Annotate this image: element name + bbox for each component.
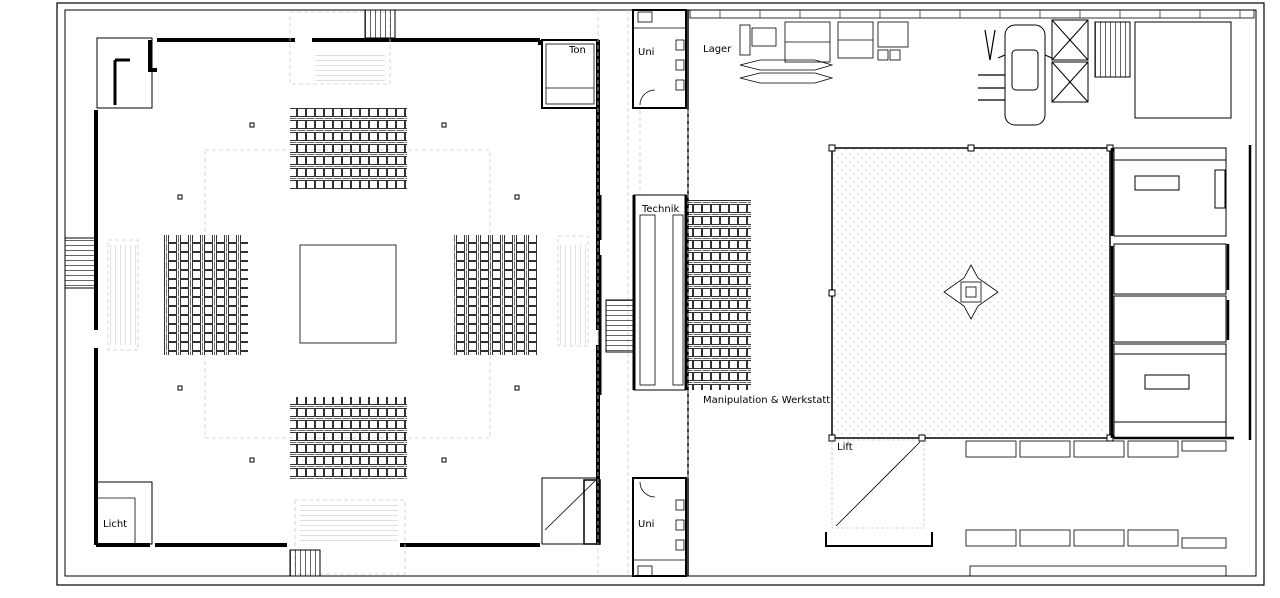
star-icon [943, 264, 999, 320]
technik-room [633, 194, 687, 391]
licht-room [96, 481, 153, 545]
label-technik: Technik [641, 204, 680, 215]
label-uni-top: Uni [638, 47, 654, 58]
bottom-boxes [965, 440, 1227, 577]
seating-workshop [688, 200, 751, 390]
uni-bottom-room [632, 477, 687, 577]
label-licht: Licht [103, 519, 127, 530]
right-building [689, 9, 1255, 577]
seating-bottom [290, 397, 407, 479]
label-ton: Ton [568, 45, 586, 56]
seating-left [164, 235, 248, 355]
car-icon [997, 24, 1053, 126]
label-manipulation: Manipulation & Werkstatt [703, 395, 830, 406]
lift-shaft [831, 439, 925, 529]
label-lager: Lager [703, 44, 732, 55]
lager-furniture [739, 21, 909, 84]
seating-top [290, 108, 407, 190]
corridor [598, 9, 751, 577]
seating-right [453, 235, 537, 355]
stands [978, 29, 1005, 101]
side-rooms [1113, 147, 1227, 439]
storage-boxes [1051, 19, 1232, 119]
label-uni-bottom: Uni [638, 519, 654, 530]
stage [299, 244, 397, 344]
uni-top-room [632, 9, 687, 109]
room-labels: Ton Uni Lager Technik Manipulation & Wer… [103, 44, 853, 530]
label-lift: Lift [837, 442, 853, 453]
main-hall [64, 9, 689, 577]
